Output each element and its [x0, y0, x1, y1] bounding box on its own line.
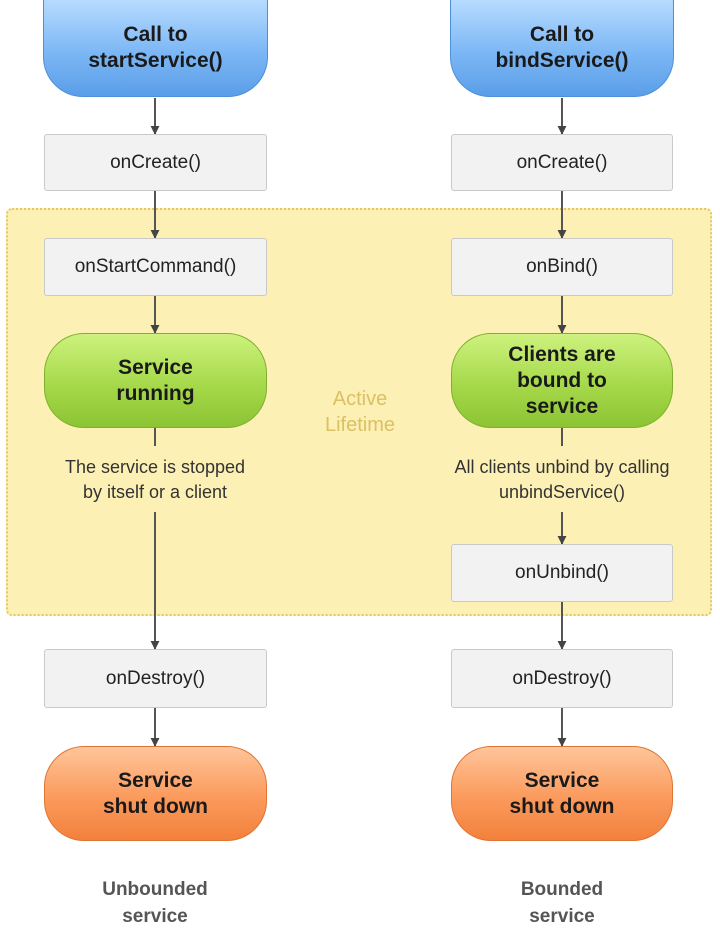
right-oncreate-box: onCreate(): [451, 134, 673, 191]
right-service-shutdown-node: Service shut down: [451, 746, 673, 841]
right-footer-label: Bounded service: [520, 879, 604, 927]
left-start-service-node: Call to startService(): [43, 0, 268, 97]
left-service-running-node: Service running: [44, 333, 267, 428]
left-footer-label: Unbounded service: [102, 879, 208, 927]
right-clients-bound-node: Clients are bound to service: [451, 333, 673, 428]
left-stopped-note: The service is stopped by itself or a cl…: [30, 455, 280, 505]
left-ondestroy-box: onDestroy(): [44, 649, 267, 708]
right-ondestroy-box: onDestroy(): [451, 649, 673, 708]
right-bind-service-node: Call to bindService(): [450, 0, 674, 97]
left-service-shutdown-node: Service shut down: [44, 746, 267, 841]
left-oncreate-box: onCreate(): [44, 134, 267, 191]
right-onunbind-box: onUnbind(): [451, 544, 673, 602]
right-onbind-box: onBind(): [451, 238, 673, 296]
right-unbind-note: All clients unbind by calling unbindServ…: [416, 455, 708, 505]
left-onstartcommand-box: onStartCommand(): [44, 238, 267, 296]
active-lifetime-label: Active Lifetime: [324, 388, 396, 436]
